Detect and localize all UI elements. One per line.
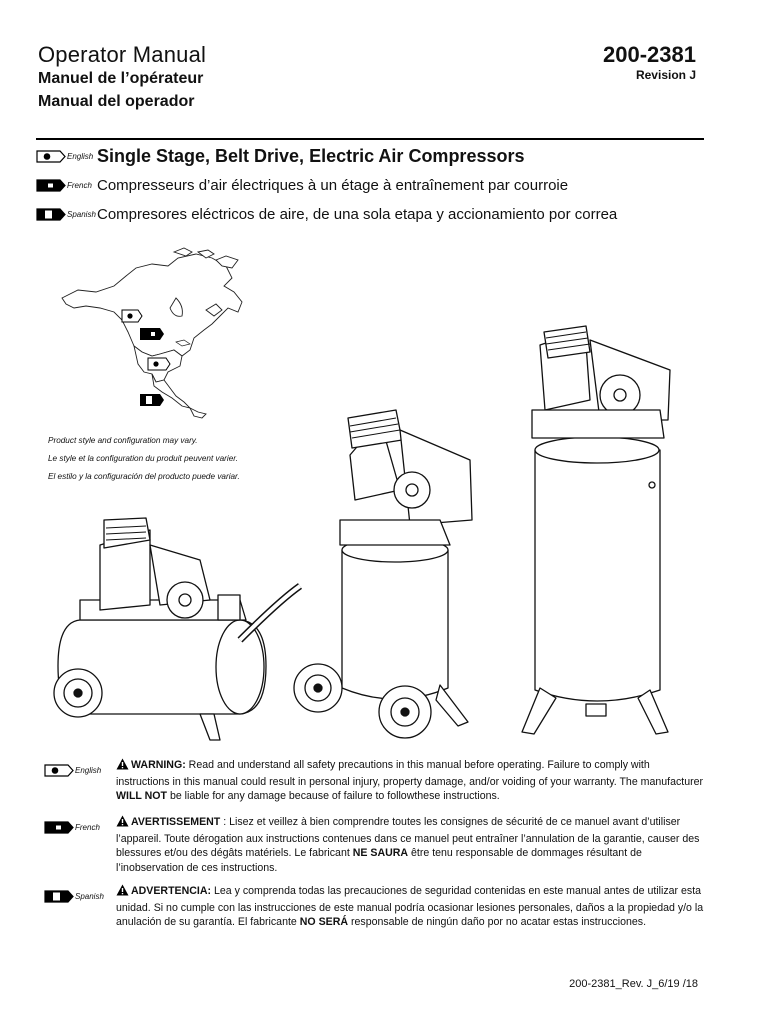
vertical-compressor-tall-illustration — [521, 325, 671, 735]
product-title-row-english: English Single Stage, Belt Drive, Electr… — [36, 146, 524, 167]
spanish-language-flag-icon — [44, 890, 74, 903]
product-title-french: Compresseurs d’air électriques à un étag… — [97, 177, 569, 194]
warning-bold-spanish: NO SERÁ — [299, 916, 349, 928]
warning-bold-english: WILL NOT — [116, 790, 167, 802]
warning-text-spanish: ADVERTENCIA: Lea y comprenda todas las p… — [116, 884, 704, 930]
english-language-flag-icon — [44, 764, 74, 777]
warning-text-english: WARNING: Read and understand all safety … — [116, 758, 704, 804]
lang-tag-english: English — [67, 152, 94, 161]
note-english: Product style and configuration may vary… — [48, 436, 198, 445]
warning-triangle-icon — [116, 815, 129, 832]
warning-body-english-2: be liable for any damage because of fail… — [167, 790, 500, 802]
lang-tag-spanish: Spanish — [75, 892, 104, 901]
lang-tag-spanish: Spanish — [67, 210, 96, 219]
warning-label-english: WARNING: — [131, 759, 186, 771]
product-title-row-french: French Compresseurs d’air électriques à … — [36, 177, 568, 194]
warning-text-french: AVERTISSEMENT : Lisez et veillez à bien … — [116, 815, 704, 875]
product-title-spanish: Compresores eléctricos de aire, de una s… — [97, 206, 618, 223]
warning-triangle-icon — [116, 884, 129, 901]
note-french: Le style et la configuration du produit … — [48, 454, 238, 463]
north-america-map — [56, 246, 252, 422]
note-spanish: El estilo y la configuración del product… — [48, 472, 240, 481]
warning-block-french: French AVERTISSEMENT : Lisez et veillez … — [44, 815, 704, 875]
header-divider — [36, 138, 704, 140]
warning-triangle-icon — [116, 758, 129, 775]
vertical-compressor-medium-illustration — [293, 409, 473, 739]
product-title-row-spanish: Spanish Compresores eléctricos de aire, … — [36, 206, 617, 223]
lang-tag-english: English — [75, 766, 102, 775]
warning-label-spanish: ADVERTENCIA: — [131, 885, 212, 897]
warning-body-english-1: Read and understand all safety precautio… — [116, 759, 704, 788]
french-language-flag-icon — [44, 821, 74, 834]
lang-tag-french: French — [75, 823, 100, 832]
warning-body-spanish-1: Lea y comprenda todas las precauciones d… — [116, 885, 704, 928]
footer-document-code: 200-2381_Rev. J_6/19 /18 — [569, 978, 698, 990]
warning-label-french: AVERTISSEMENT — [131, 816, 221, 828]
product-title-english: Single Stage, Belt Drive, Electric Air C… — [97, 146, 525, 166]
warning-block-spanish: Spanish ADVERTENCIA: Lea y comprenda tod… — [44, 884, 704, 944]
warning-body-french-2: être tenu responsable de dommages résult… — [116, 847, 642, 874]
title-french: Manuel de l’opérateur — [38, 70, 204, 87]
warning-bold-french: NE SAURA — [352, 847, 409, 859]
document-number: 200-2381 — [603, 42, 696, 67]
warning-body-french-1: : Lisez et veillez à bien comprendre tou… — [116, 816, 700, 859]
warning-body-spanish-2: responsable de ningún daño por no acatar… — [348, 916, 647, 928]
title-spanish: Manual del operador — [38, 93, 195, 110]
lang-tag-french: French — [67, 181, 92, 190]
revision-label: Revision J — [635, 68, 696, 82]
french-language-flag-icon — [36, 179, 66, 192]
horizontal-compressor-illustration — [53, 517, 303, 741]
english-language-flag-icon — [36, 150, 66, 163]
title-english: Operator Manual — [38, 42, 207, 67]
spanish-language-flag-icon — [36, 208, 66, 221]
warning-block-english: English WARNING: Read and understand all… — [44, 758, 704, 808]
